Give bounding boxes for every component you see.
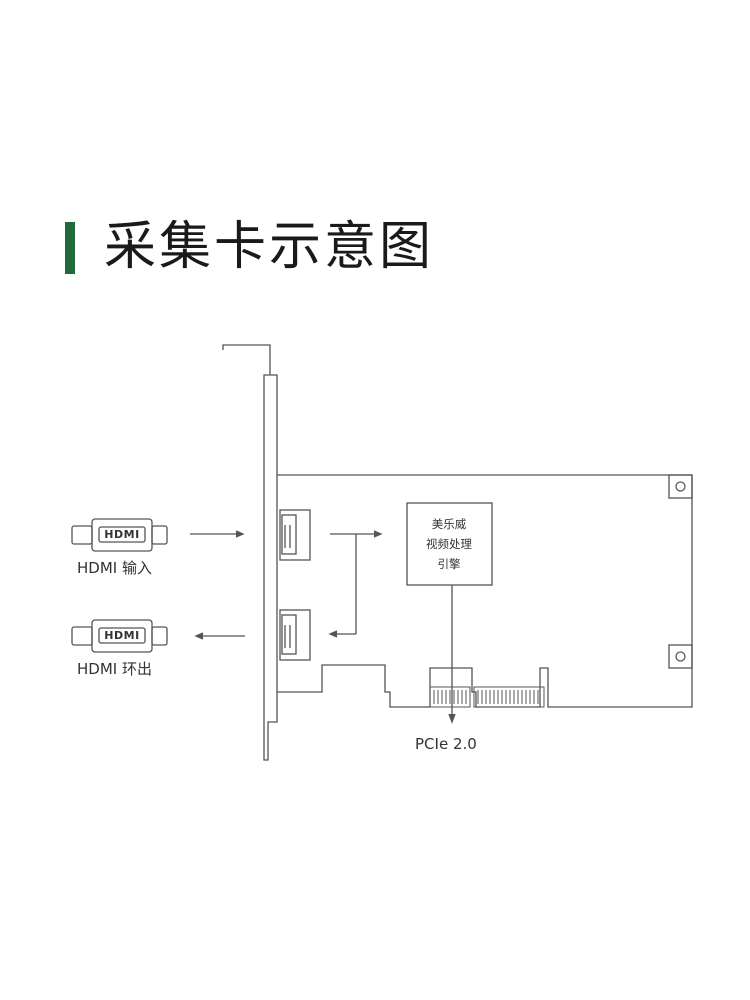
mounting-bracket bbox=[222, 344, 278, 761]
hdmi-output-label: HDMI 环出 bbox=[77, 660, 152, 678]
engine-label-line1: 美乐威 bbox=[431, 517, 467, 531]
engine-label-line2: 视频处理 bbox=[426, 537, 472, 551]
page-title: 采集卡示意图 bbox=[104, 217, 435, 277]
pcie-label: PCIe 2.0 bbox=[415, 735, 477, 753]
engine-label-line3: 引擎 bbox=[437, 557, 461, 571]
signal-arrows bbox=[190, 530, 456, 724]
title-accent-bar bbox=[65, 222, 75, 274]
hdmi-input-label: HDMI 输入 bbox=[77, 559, 152, 577]
pcie-gold-fingers bbox=[429, 686, 545, 708]
engine-box bbox=[406, 502, 493, 586]
hdmi-plug-icon bbox=[71, 518, 168, 552]
hdmi-plug-icon bbox=[71, 619, 168, 653]
hdmi-output-port bbox=[279, 609, 311, 661]
hdmi-input-port bbox=[279, 509, 311, 561]
pcb-board bbox=[277, 474, 693, 708]
hdmi-plug-logo: HDMI bbox=[104, 528, 140, 541]
hdmi-plug-logo: HDMI bbox=[104, 629, 140, 642]
